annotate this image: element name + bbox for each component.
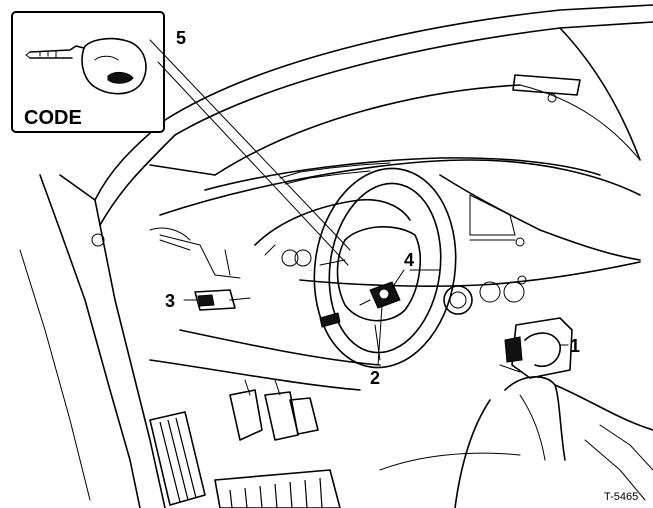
reference-code: T-5465: [604, 491, 638, 503]
dashboard: [149, 157, 641, 391]
callout-2: 2: [370, 368, 380, 388]
key-icon: [25, 37, 147, 95]
inset-caption: CODE: [24, 107, 82, 129]
callout-4: 4: [404, 250, 414, 270]
ignition-switch: [359, 281, 401, 309]
rear-view-mirror: [512, 74, 581, 103]
steering-wheel: [313, 167, 457, 369]
door-frame: [19, 174, 191, 508]
pedals: [229, 379, 319, 441]
callout-3: 3: [165, 291, 175, 311]
callout-1: 1: [570, 336, 580, 356]
floor-mat-bottom: [214, 469, 341, 508]
column-switch: [319, 312, 341, 328]
callout-5: 5: [176, 28, 186, 48]
component-3-module: [194, 289, 251, 311]
leader-lines: [149, 39, 569, 366]
instrument-cluster: [254, 198, 411, 267]
center-console: [379, 376, 653, 508]
inset-key-panel: CODE: [11, 11, 165, 133]
floor-mat-left: [149, 411, 206, 506]
component-1-control-unit: [499, 317, 573, 379]
